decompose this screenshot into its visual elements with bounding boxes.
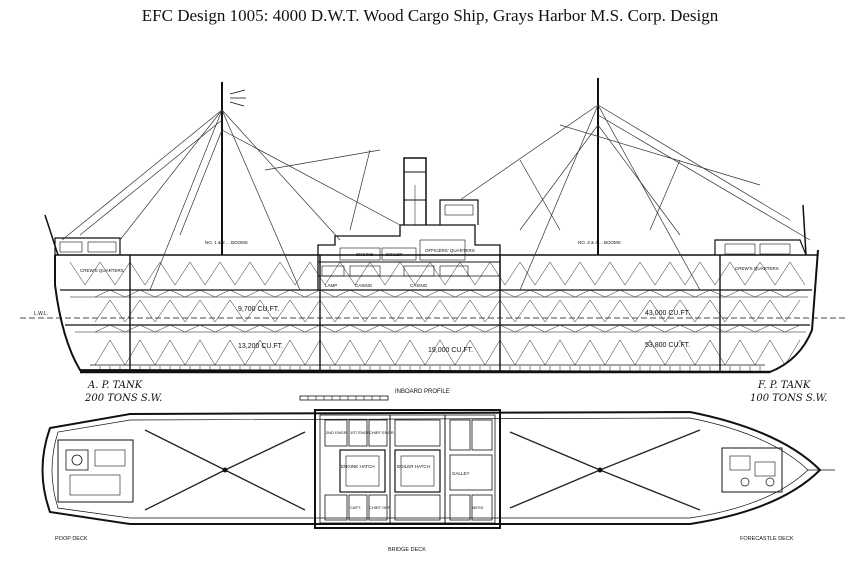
bridge-deck-label: BRIDGE DECK <box>388 547 426 553</box>
chief-officer-label: CHIEF OFF. <box>369 505 391 510</box>
waterline-label: L.W.L. <box>34 311 48 317</box>
hold-capacity-1: 9,700 CU.FT. <box>238 306 279 313</box>
aft-peak-tank-label: A. P. TANK <box>87 380 143 391</box>
officers-quarters: OFFICERS' QUARTERS <box>425 248 475 253</box>
boiler-hatch-label: BOILER HATCH <box>397 464 430 469</box>
forecastle-deck-label: FORECASTLE DECK <box>740 536 794 542</box>
hold-capacity-5: 53,800 CU.FT. <box>645 342 690 349</box>
aft-peak-tank-capacity: 200 TONS S.W. <box>84 393 162 404</box>
casing-label-1: CASING <box>355 283 373 288</box>
lamp-room-label: LAMP <box>325 283 337 288</box>
hold-capacity-2: 13,200 CU.FT. <box>238 343 283 350</box>
hold-capacity-3: 19,000 CU.FT. <box>428 347 473 354</box>
engine-room-label: ENGINE <box>356 252 373 257</box>
inboard-profile-label: INBOARD PROFILE <box>395 389 450 395</box>
inboard-profile: L.W.L. <box>20 78 845 404</box>
mess-label: MESS <box>472 505 484 510</box>
fore-peak-tank-label: F. P. TANK <box>757 380 811 391</box>
engine-hatch-label: ENGINE HATCH <box>341 464 375 469</box>
chief-engineer-label: CHIEF ENGR. <box>369 430 395 435</box>
fwd-booms-label: NO. 3 & 4 ... BOOMS <box>578 240 621 245</box>
aft-crews-quarters: CREW'S QUARTERS <box>80 268 124 273</box>
page-title: EFC Design 1005: 4000 D.W.T. Wood Cargo … <box>141 6 719 25</box>
first-engineer-label: 1ST ENGR. <box>350 430 371 435</box>
galley-label: GALLEY <box>452 471 470 476</box>
scale-bar <box>299 395 389 401</box>
captain-label: CAPT. <box>350 505 361 510</box>
fwd-crews-quarters: CREW'S QUARTERS <box>735 266 779 271</box>
aft-booms-label: NO. 1 & 2 ... BOOMS <box>205 240 248 245</box>
fore-peak-tank-capacity: 100 TONS S.W. <box>750 393 827 404</box>
deck-plan: ENGINE HATCH BOILER HATCH GALLEY 2ND ENG… <box>41 409 835 553</box>
rigging <box>61 104 811 291</box>
hold-capacity-4: 43,000 CU.FT. <box>645 310 690 317</box>
hull-framing <box>69 261 806 366</box>
second-engineer-label: 2ND ENGR. <box>326 430 348 435</box>
boiler-room-label: BOILER <box>386 252 403 257</box>
casing-label-2: CASING <box>410 283 428 288</box>
poop-deck-label: POOP DECK <box>55 536 88 542</box>
